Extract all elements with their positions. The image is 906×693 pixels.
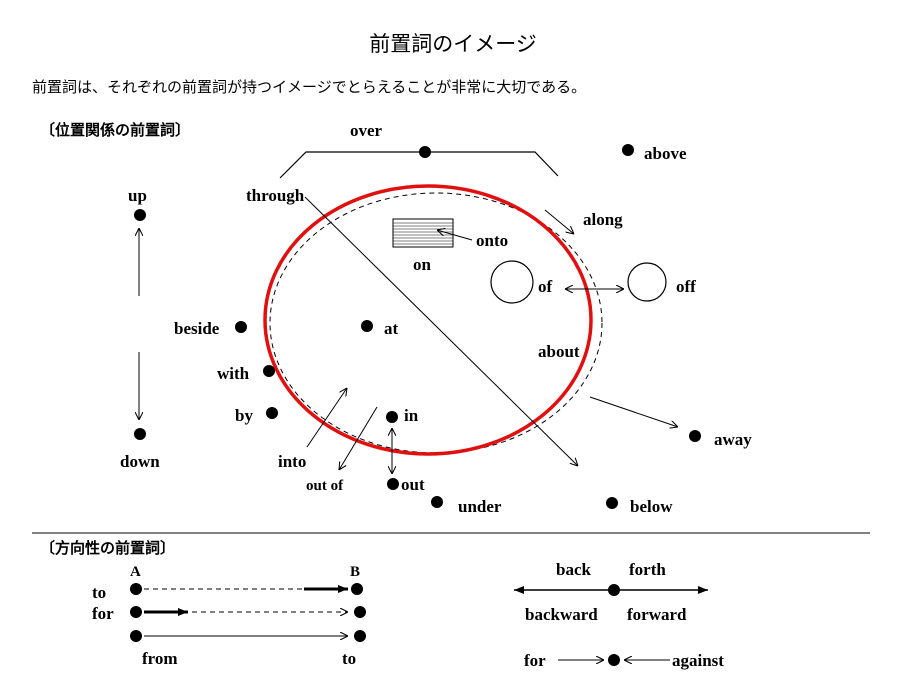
label-into: into [278,452,306,471]
label-about: about [538,342,580,361]
inner-dashed-ellipse [269,192,603,454]
label-onto: onto [476,231,508,250]
off-circle [627,262,667,302]
by-dot [266,407,278,419]
of-circle [490,260,534,304]
label-out: out [401,475,425,494]
below-dot [606,497,618,509]
section-heading-position: 〔位置関係の前置詞〕 [40,121,191,139]
for-end-dot [354,606,366,618]
label-forth: forth [629,560,666,579]
label-beside: beside [174,319,220,338]
label-for-left: for [92,604,114,623]
outer-red-ellipse [263,184,593,456]
label-on: on [413,255,432,274]
out-of-arrow [339,406,378,470]
label-away: away [714,430,752,449]
label-up: up [128,186,147,205]
intro-text: 前置詞は、それぞれの前置詞が持つイメージでとらえることが非常に大切である。 [32,78,587,96]
label-below: below [630,497,673,516]
label-out-of: out of [306,478,344,494]
label-point-a: A [130,564,141,580]
into-arrow [306,388,347,448]
label-to-right: to [342,649,356,668]
in-dot [386,411,398,423]
label-under: under [458,497,502,516]
label-through: through [246,186,305,205]
down-dot [134,428,146,440]
for-start-dot [130,606,142,618]
through-arrow [304,196,578,466]
to-start-dot [130,583,142,595]
with-dot [263,365,275,377]
above-dot [622,144,634,156]
label-off: off [676,277,696,296]
label-along: along [583,210,623,229]
from-start-dot [130,630,142,642]
out-dot [387,478,399,490]
label-above: above [644,144,687,163]
label-backward: backward [525,605,598,624]
to-end-dot [351,583,363,595]
page-title: 前置詞のイメージ [369,32,537,56]
for-against-dot [608,654,620,666]
along-arrow [544,209,574,234]
from-end-dot [354,630,366,642]
up-dot [134,209,146,221]
over-bracket [279,151,559,179]
back-forth-dot [608,584,620,596]
over-dot [419,146,431,158]
at-dot [361,320,373,332]
label-to-left: to [92,583,106,602]
label-with: with [217,364,250,383]
beside-dot [235,321,247,333]
on-box [392,218,454,248]
away-arrow [589,396,678,427]
label-for-bottom: for [524,651,546,670]
label-against: against [672,651,724,670]
onto-arrow [437,230,473,241]
away-dot [689,430,701,442]
label-of: of [538,277,553,296]
label-point-b: B [350,564,360,580]
label-at: at [384,319,399,338]
label-in: in [404,406,419,425]
label-down: down [120,452,160,471]
label-from: from [142,649,178,668]
label-back: back [556,560,592,579]
under-dot [431,496,443,508]
label-forward: forward [627,605,687,624]
label-by: by [235,406,253,425]
section-heading-direction: 〔方向性の前置詞〕 [40,539,176,557]
label-over: over [350,121,383,140]
